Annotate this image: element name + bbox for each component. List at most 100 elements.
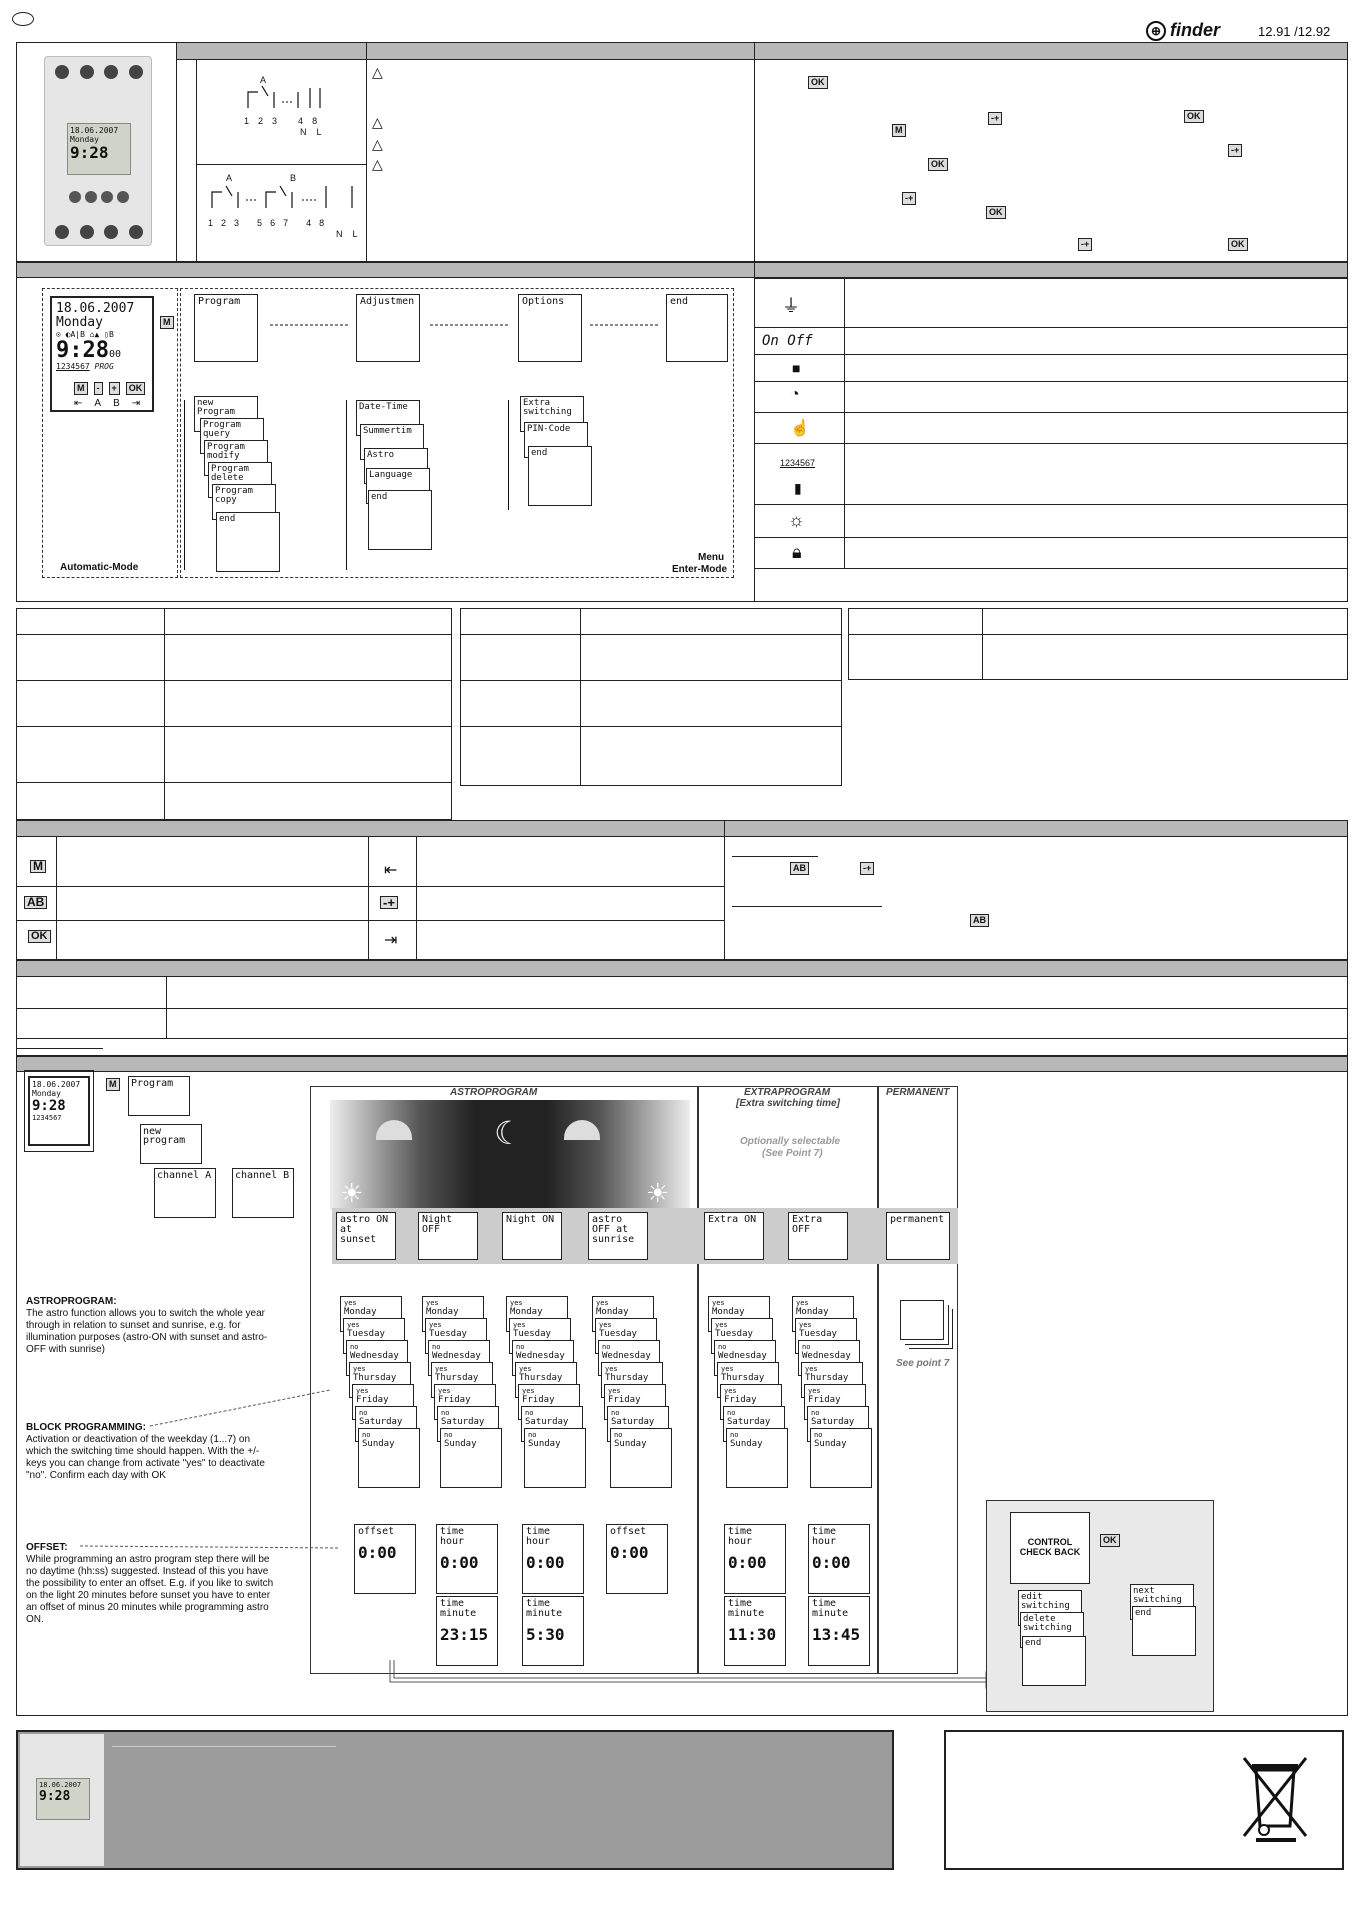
ab-key-icon: AB: [790, 862, 809, 875]
lcd-status-icons: ⊙ ◐A|B ⌂▲ ▯B: [56, 330, 114, 339]
see-point-label: (See Point 7): [762, 1148, 823, 1159]
day-name: Wednesday: [350, 1351, 399, 1361]
l-label: L: [316, 127, 322, 137]
terminal-label: 2: [258, 116, 264, 126]
terminal-label: 3: [234, 218, 240, 228]
minute-value: 13:45: [812, 1625, 861, 1644]
astro-section-frame: [310, 1086, 698, 1674]
info-t2-divider-h: [460, 680, 842, 681]
minus-button[interactable]: -: [93, 382, 103, 395]
day-name: Wednesday: [432, 1351, 481, 1361]
bin-icon: ▮: [794, 480, 802, 496]
minute-label: time minute: [440, 1598, 477, 1619]
day-yes-no: yes: [522, 1387, 535, 1395]
day-name: Friday: [438, 1395, 471, 1405]
device-lcd-time: 9:28: [70, 143, 109, 162]
info-tables: [16, 608, 1348, 820]
n-label: N: [300, 127, 307, 137]
wiring-a-label-2: A: [226, 173, 233, 183]
top-col-divider-3: [366, 42, 367, 262]
day-yes-no: yes: [519, 1365, 532, 1373]
keys-divider-v3: [724, 821, 725, 960]
bottom-gray-box: [16, 1730, 894, 1870]
plus-button[interactable]: +: [108, 382, 120, 395]
terminal-label: 8: [312, 116, 318, 126]
lamp-icon: [376, 1120, 412, 1140]
off-label: Off: [787, 333, 813, 349]
offset-note-text: While programming an astro program step …: [26, 1554, 274, 1625]
warning-icon: △: [372, 156, 383, 172]
m-key-icon: M: [30, 860, 46, 873]
day-name: Thursday: [435, 1373, 479, 1383]
keys-underline: [732, 856, 818, 857]
day-yes-no: yes: [513, 1321, 526, 1329]
terminal-label: 1: [208, 218, 214, 228]
menu-adjust-label: Adjustmen: [360, 296, 415, 307]
day-yes-no: yes: [344, 1299, 357, 1307]
n-label: N: [336, 229, 343, 239]
step-screen: Extra OFF: [788, 1212, 848, 1260]
day-name: Friday: [522, 1395, 555, 1405]
top-col-divider-1: [176, 42, 177, 262]
submenu-item: end: [528, 446, 592, 506]
ok-key-icon: OK: [986, 206, 1006, 219]
program-scroll-line: [184, 400, 185, 570]
day-yes-no: no: [362, 1431, 371, 1439]
day-yes-no: yes: [712, 1299, 725, 1307]
device-lcd-day: Monday: [70, 135, 99, 144]
keys-legend-section: [16, 820, 1348, 960]
optional-label: Optionally selectable: [740, 1136, 841, 1147]
day-name: Sunday: [362, 1439, 395, 1449]
hour-screen: time hour 0:00: [724, 1524, 786, 1594]
minute-screen: time minute 13:45: [808, 1596, 870, 1666]
on-off-symbol: On Off: [762, 333, 813, 349]
offset-label: offset: [610, 1526, 647, 1537]
day-yes-no: no: [730, 1431, 739, 1439]
terminal-label: 6: [270, 218, 276, 228]
day-name: Thursday: [805, 1373, 849, 1383]
step-screen: Extra ON: [704, 1212, 764, 1260]
flow-lcd-days: 1234567: [32, 1114, 62, 1122]
day-name: Sunday: [528, 1439, 561, 1449]
adjust-scroll-line: [346, 400, 347, 570]
bottom-device-lcd: 18.06.2007 9:28: [36, 1778, 90, 1820]
hour-screen: time hour 0:00: [436, 1524, 498, 1594]
offset-label: offset: [358, 1526, 395, 1537]
terminals-12-92: 1 2 3 5 6 7 4 8: [208, 218, 324, 228]
ok-key-icon: OK: [28, 930, 51, 943]
ok-button[interactable]: OK: [125, 382, 146, 395]
block-note: BLOCK PROGRAMMING: Activation or deactiv…: [26, 1422, 266, 1482]
info-table-3: [848, 608, 1348, 680]
finder-logo-icon: ⊕: [1146, 20, 1166, 41]
sunrise-icon: ☼: [788, 510, 805, 530]
minute-value: 5:30: [526, 1625, 565, 1644]
day-name: Thursday: [721, 1373, 765, 1383]
nl-labels-12-92: N L: [336, 229, 358, 239]
menu-arrows: [270, 324, 660, 326]
right-end-arrow-icon: ⇥: [384, 932, 398, 949]
ab-key-icon: AB: [970, 914, 989, 927]
day-yes-no: no: [441, 1409, 450, 1417]
day-yes-no: yes: [429, 1321, 442, 1329]
case-icon: ■: [792, 360, 801, 376]
spec-divider-h: [17, 1038, 1347, 1039]
astro-note-title: ASTROPROGRAM:: [26, 1296, 117, 1307]
day-name: Friday: [356, 1395, 389, 1405]
m-button[interactable]: M: [74, 382, 88, 395]
wiring-row-divider: [196, 164, 366, 165]
day-yes-no: yes: [799, 1321, 812, 1329]
astro-illustration: ☾ ☀ ☀: [330, 1100, 690, 1210]
day-name: Sunday: [730, 1439, 763, 1449]
step-screen: astro OFF at sunrise: [588, 1212, 648, 1260]
menu-options-screen: Options: [518, 294, 582, 362]
device-photo: 18.06.2007 Monday 9:28: [44, 56, 152, 246]
info-t1-divider-h: [16, 782, 452, 783]
day-yes-no: no: [718, 1343, 727, 1351]
day-yes-no: no: [802, 1343, 811, 1351]
m-key-icon: M: [160, 316, 174, 329]
day-yes-no: yes: [596, 1299, 609, 1307]
minus-plus-key-icon: -+: [860, 862, 875, 875]
